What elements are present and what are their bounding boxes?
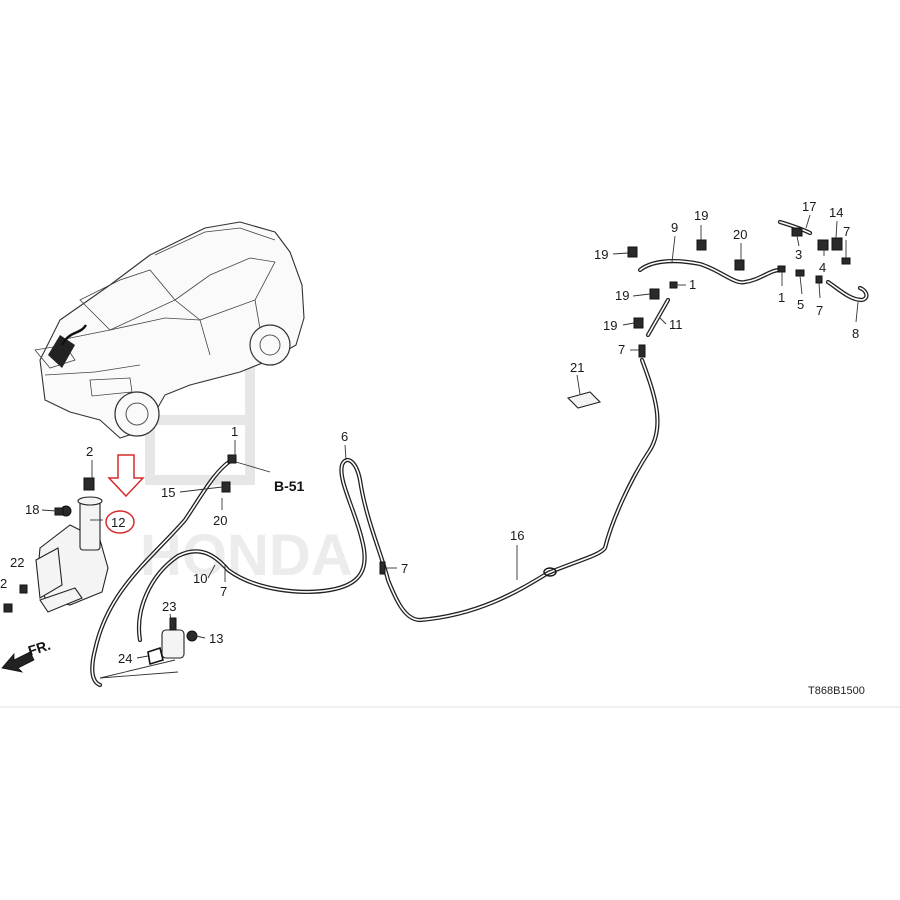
- callout-11: 11: [669, 317, 683, 332]
- callout-6: 6: [341, 429, 348, 444]
- callout-19-d: 19: [694, 208, 708, 223]
- callout-19-b: 19: [615, 288, 629, 303]
- callout-17: 17: [802, 199, 816, 214]
- callout-21: 21: [570, 360, 584, 375]
- front-direction-label: FR.: [26, 637, 52, 659]
- arrow-left-icon: [1, 651, 35, 673]
- callout-4: 4: [819, 260, 826, 275]
- callout-18: 18: [25, 502, 39, 517]
- callout-16: 16: [510, 528, 524, 543]
- callout-8: 8: [852, 326, 859, 341]
- washer-pump-assembly: [99, 617, 198, 679]
- washer-tank-assembly: [3, 477, 109, 613]
- callout-14: 14: [829, 205, 843, 220]
- highlight-ring-12: [105, 510, 135, 534]
- callout-2-edge: 2: [0, 576, 7, 591]
- part-21-seal: [566, 391, 602, 409]
- callout-1-rear-a: 1: [689, 277, 696, 292]
- callout-7-mid: 7: [401, 561, 408, 576]
- callout-3: 3: [795, 247, 802, 262]
- callout-10: 10: [193, 571, 207, 586]
- callout-22: 22: [10, 555, 24, 570]
- leader-lines: [41, 214, 859, 659]
- callout-1-rear-b: 1: [778, 290, 785, 305]
- diagram-code: T868B1500: [808, 685, 865, 697]
- callout-2: 2: [86, 444, 93, 459]
- callout-7-rear-a: 7: [618, 342, 625, 357]
- callout-1-front: 1: [231, 424, 238, 439]
- reference-b51: B-51: [274, 478, 305, 494]
- callout-7-rear-b: 7: [843, 224, 850, 239]
- callout-7-rear-c: 7: [816, 303, 823, 318]
- callout-labels: 2 18 12 22 2 15 20 1 B-51 6 10 7 7 16 23…: [0, 199, 859, 666]
- watermark: HONDA: [140, 360, 353, 588]
- hoses-rear: [566, 219, 869, 409]
- callout-5: 5: [797, 297, 804, 312]
- callout-13: 13: [209, 631, 223, 646]
- callout-12: 12: [111, 515, 125, 530]
- down-arrow-icon: [107, 454, 145, 498]
- vehicle-illustration: [34, 221, 305, 439]
- callout-19-c: 19: [603, 318, 617, 333]
- callout-20-rear: 20: [733, 227, 747, 242]
- callout-19-a: 19: [594, 247, 608, 262]
- callout-23: 23: [162, 599, 176, 614]
- callout-9: 9: [671, 220, 678, 235]
- callout-15: 15: [161, 485, 175, 500]
- callout-24: 24: [118, 651, 132, 666]
- callout-7-front: 7: [220, 584, 227, 599]
- front-direction-indicator: FR.: [1, 637, 52, 673]
- callout-20-front: 20: [213, 513, 227, 528]
